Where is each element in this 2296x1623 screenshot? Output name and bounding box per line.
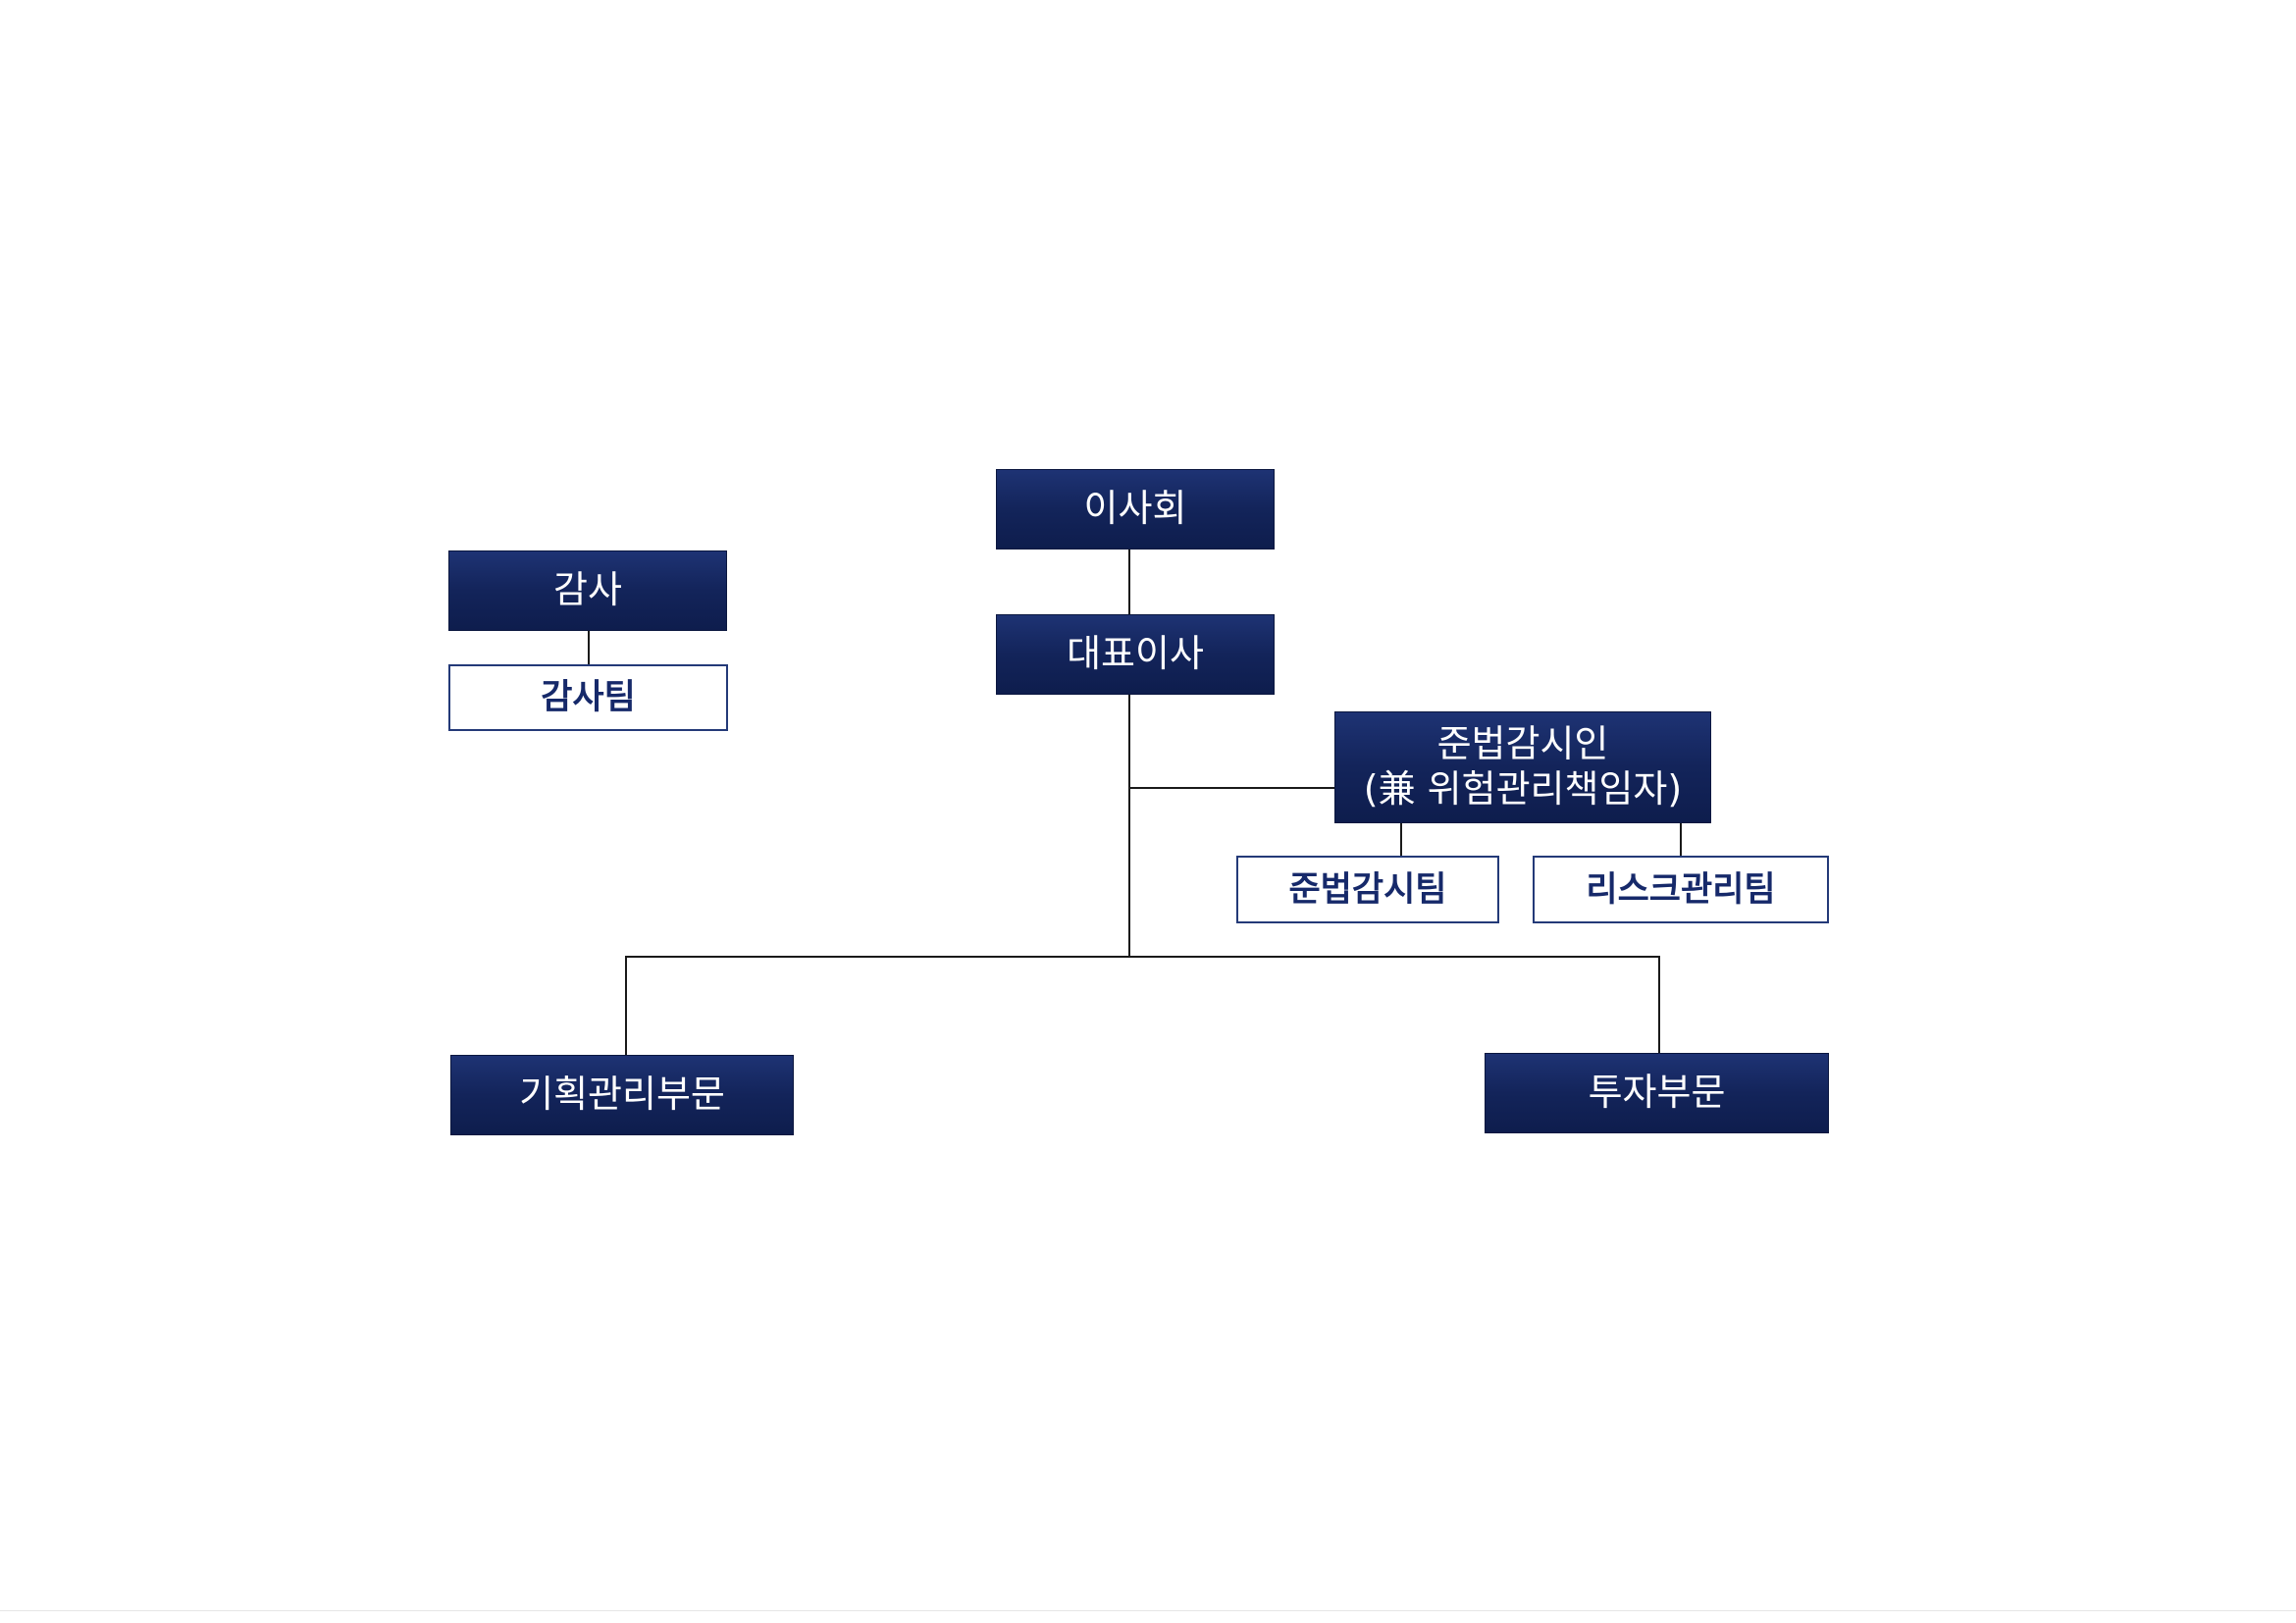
investment-division-box: 투자부문: [1485, 1053, 1829, 1133]
auditor-label: 감사: [553, 568, 622, 612]
compliance-team-box: 준법감시팀: [1236, 856, 1499, 923]
audit-team-label: 감사팀: [541, 678, 636, 717]
connector-auditor-team: [588, 631, 590, 664]
connector-ceo-trunk: [1128, 695, 1130, 958]
connector-trunk-compliance: [1128, 787, 1336, 789]
audit-team-box: 감사팀: [448, 664, 728, 731]
planning-management-division-box: 기획관리부문: [450, 1055, 794, 1135]
connector-divisions-bar: [625, 956, 1660, 958]
connector-investment-division: [1658, 956, 1660, 1053]
board-of-directors-label: 이사회: [1083, 487, 1187, 531]
compliance-team-label: 준법감시팀: [1288, 869, 1447, 910]
page-bottom-edge: [0, 1610, 2296, 1611]
investment-division-label: 투자부문: [1588, 1071, 1726, 1115]
ceo-box: 대표이사: [996, 614, 1275, 695]
planning-management-division-label: 기획관리부문: [519, 1073, 725, 1117]
compliance-officer-box: 준법감시인 (兼 위험관리책임자): [1334, 711, 1711, 823]
connector-risk-team: [1680, 823, 1682, 856]
connector-planning-division: [625, 956, 627, 1055]
connector-board-ceo: [1128, 550, 1130, 614]
risk-management-team-box: 리스크관리팀: [1533, 856, 1829, 923]
board-of-directors-box: 이사회: [996, 469, 1275, 550]
connector-compliance-team: [1400, 823, 1402, 856]
auditor-box: 감사: [448, 550, 727, 631]
compliance-officer-label: 준법감시인: [1436, 722, 1609, 766]
compliance-officer-subtitle: (兼 위험관리책임자): [1363, 767, 1683, 811]
ceo-label: 대표이사: [1067, 632, 1204, 676]
risk-management-team-label: 리스크관리팀: [1586, 869, 1776, 910]
